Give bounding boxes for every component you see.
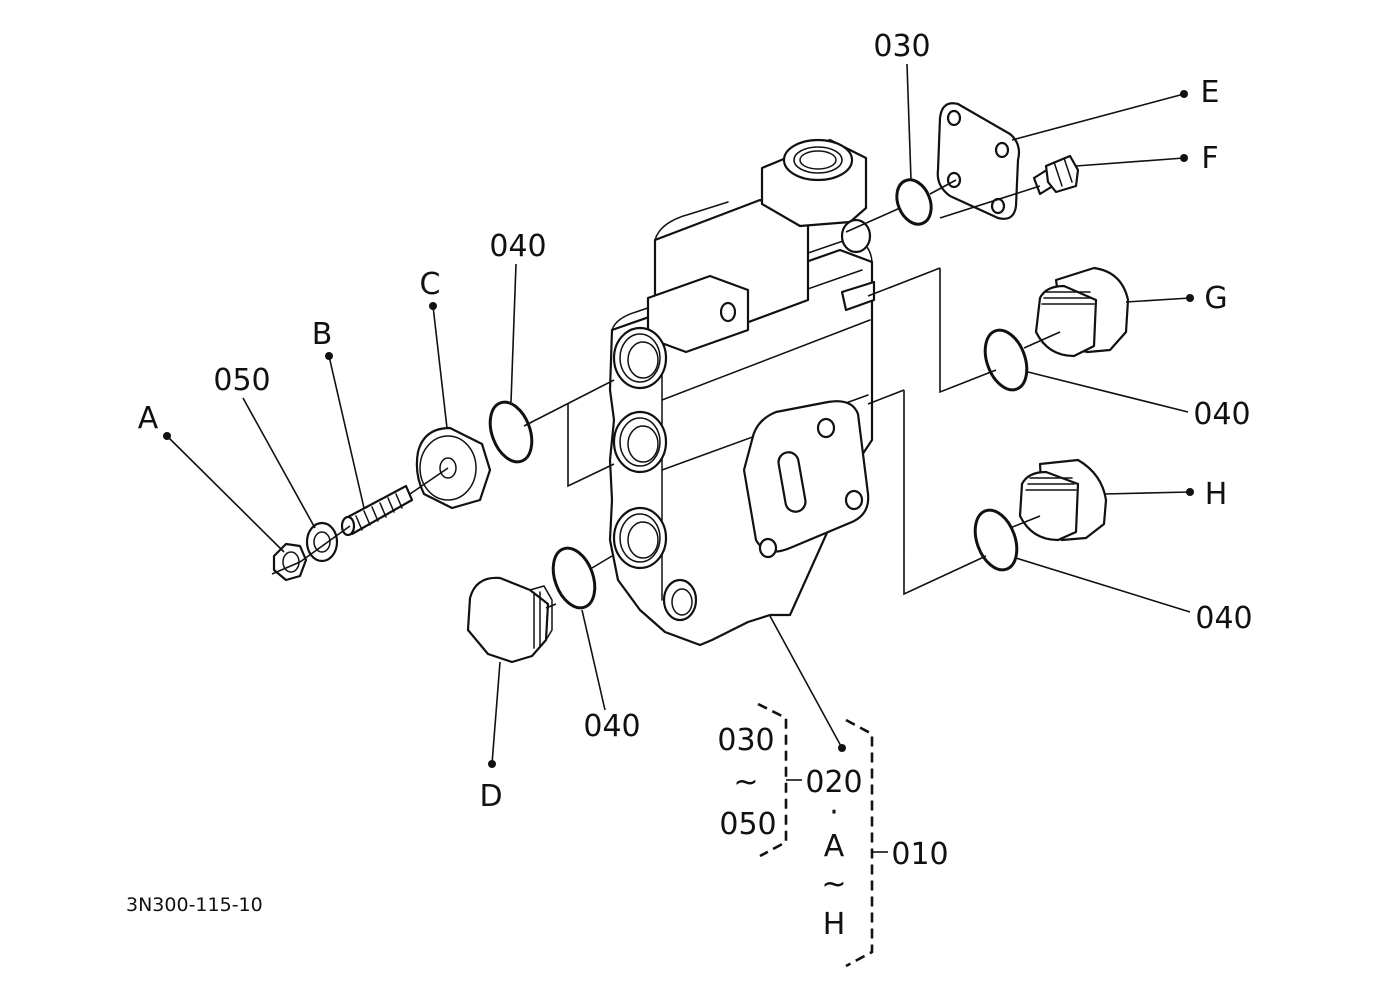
assembly-brackets (757, 702, 888, 968)
label-030: 030 (873, 29, 930, 64)
o-ring-040-c (488, 400, 534, 464)
label-040-c: 040 (489, 229, 546, 264)
label-040-h: 040 (1195, 601, 1252, 636)
o-ring-030 (895, 178, 933, 226)
part-g-plug (1034, 266, 1130, 358)
label-range-050: 050 (719, 807, 776, 842)
label-e: E (1201, 75, 1220, 110)
label-h: H (1205, 477, 1228, 512)
part-e-cover-plate (936, 102, 1021, 220)
o-ring-040-d (551, 546, 597, 610)
assembly-axis-lines (271, 179, 1061, 609)
label-a-range: A (824, 829, 845, 864)
o-ring-040-g (983, 328, 1029, 392)
label-050: 050 (213, 363, 270, 398)
part-050-washer (305, 521, 339, 563)
label-h-range: H (823, 907, 846, 942)
callout-leaders (163, 63, 1194, 768)
label-040-d: 040 (583, 709, 640, 744)
label-range-tilde: ~ (733, 765, 758, 800)
part-c-cap-nut (415, 426, 492, 510)
part-f-fitting (1032, 154, 1080, 196)
label-f: F (1201, 141, 1218, 176)
drawing-number: 3N300-115-10 (126, 894, 263, 916)
part-d-plug (466, 576, 553, 664)
label-020: 020 (805, 765, 862, 800)
label-range-030: 030 (717, 723, 774, 758)
label-010: 010 (891, 837, 948, 872)
label-b: B (312, 317, 333, 352)
part-h-plug (1018, 458, 1108, 542)
label-g: G (1204, 281, 1227, 316)
part-b-adjusting-screw (340, 484, 414, 537)
label-040-g: 040 (1193, 397, 1250, 432)
label-dot: · (829, 795, 839, 830)
label-a-h-tilde: ~ (821, 867, 846, 902)
label-c: C (420, 267, 441, 302)
callout-labels: A 050 B C 040 030 E F G 040 H 040 D 040 (138, 29, 1253, 814)
assembly-labels: 030 ~ 050 020 · A ~ H 010 (717, 723, 948, 942)
label-a: A (138, 401, 159, 436)
label-d: D (479, 779, 502, 814)
o-ring-040-h (973, 508, 1019, 572)
valve-body (608, 138, 876, 647)
